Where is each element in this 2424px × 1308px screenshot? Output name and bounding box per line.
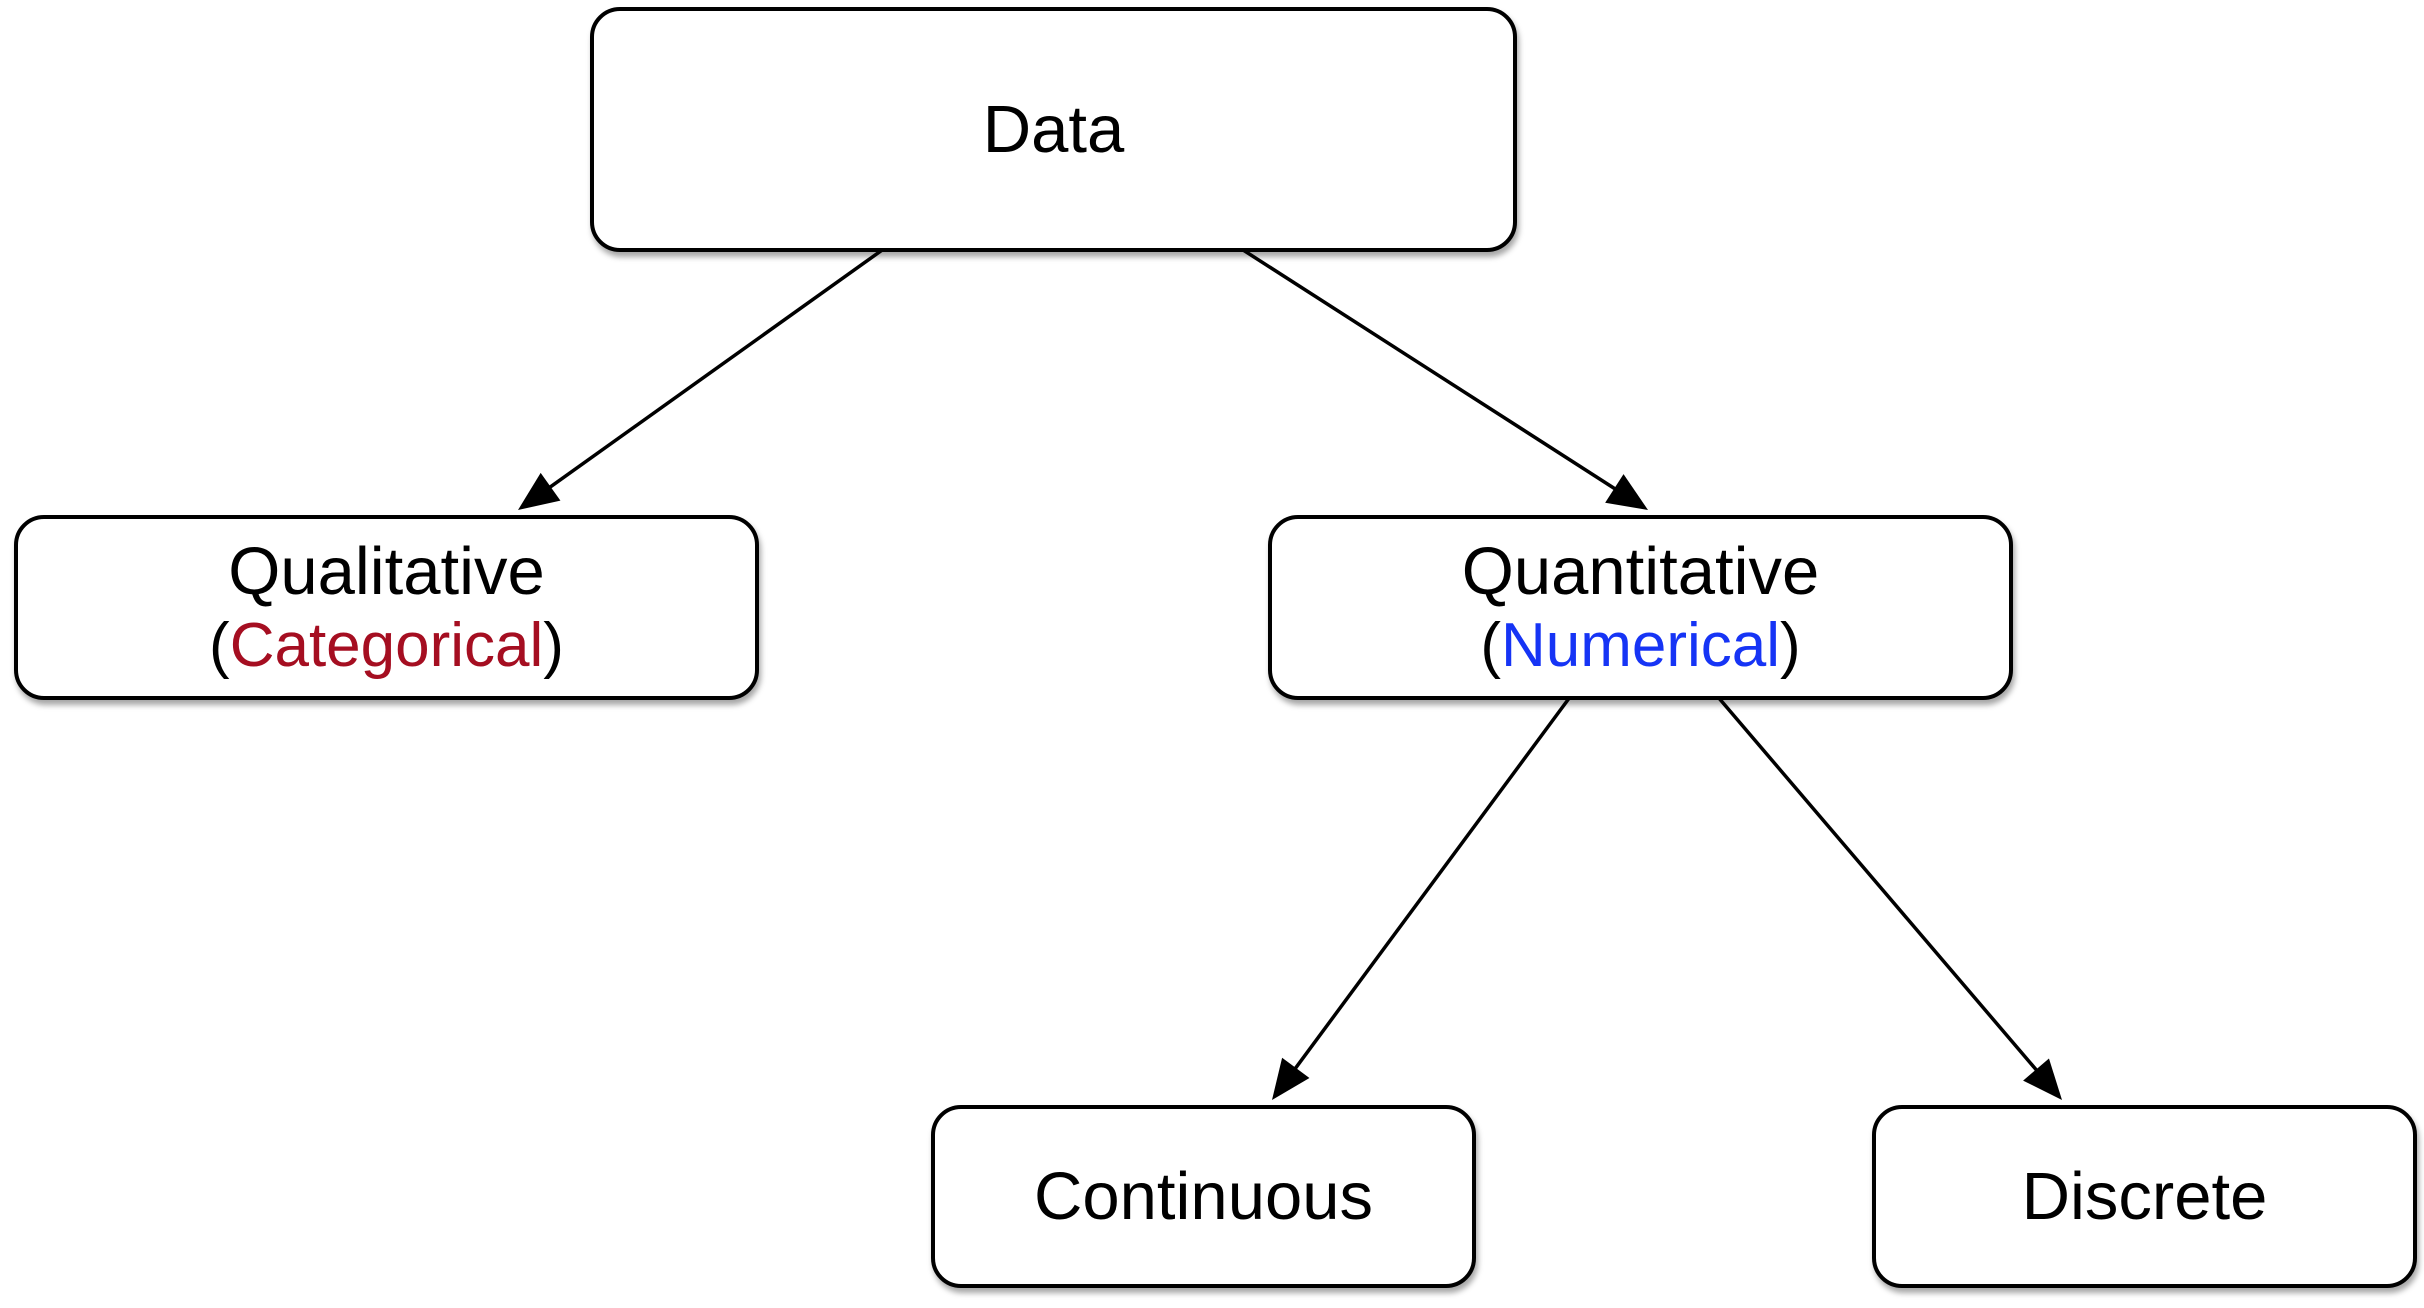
open-paren: ( — [1480, 611, 1501, 681]
arrow-data-to-qualitative — [547, 246, 887, 490]
close-paren: ) — [543, 611, 564, 681]
node-discrete-label: Discrete — [2021, 1158, 2268, 1234]
numerical-term: Numerical — [1500, 611, 1781, 681]
node-data: Data — [590, 7, 1517, 252]
arrow-quantitative-to-continuous — [1293, 695, 1572, 1071]
node-qualitative: Qualitative (Categorical) — [14, 515, 759, 700]
arrow-quantitative-to-discrete — [1716, 695, 2039, 1073]
node-qualitative-label: Qualitative — [228, 534, 545, 610]
node-data-label: Data — [982, 91, 1125, 167]
node-quantitative: Quantitative (Numerical) — [1268, 515, 2013, 700]
open-paren: ( — [209, 611, 230, 681]
arrow-data-to-quantitative — [1239, 246, 1617, 491]
node-quantitative-sublabel: (Numerical) — [1480, 610, 1800, 681]
arrowhead-continuous — [1272, 1057, 1310, 1100]
categorical-term: Categorical — [229, 611, 544, 681]
arrowhead-quantitative — [1605, 474, 1648, 510]
node-discrete: Discrete — [1872, 1105, 2417, 1288]
arrowhead-discrete — [2023, 1058, 2062, 1100]
node-qualitative-sublabel: (Categorical) — [209, 610, 564, 681]
node-quantitative-label: Quantitative — [1461, 534, 1820, 610]
node-continuous-label: Continuous — [1034, 1158, 1373, 1234]
close-paren: ) — [1780, 611, 1801, 681]
node-continuous: Continuous — [931, 1105, 1476, 1288]
arrowhead-qualitative — [518, 472, 561, 510]
